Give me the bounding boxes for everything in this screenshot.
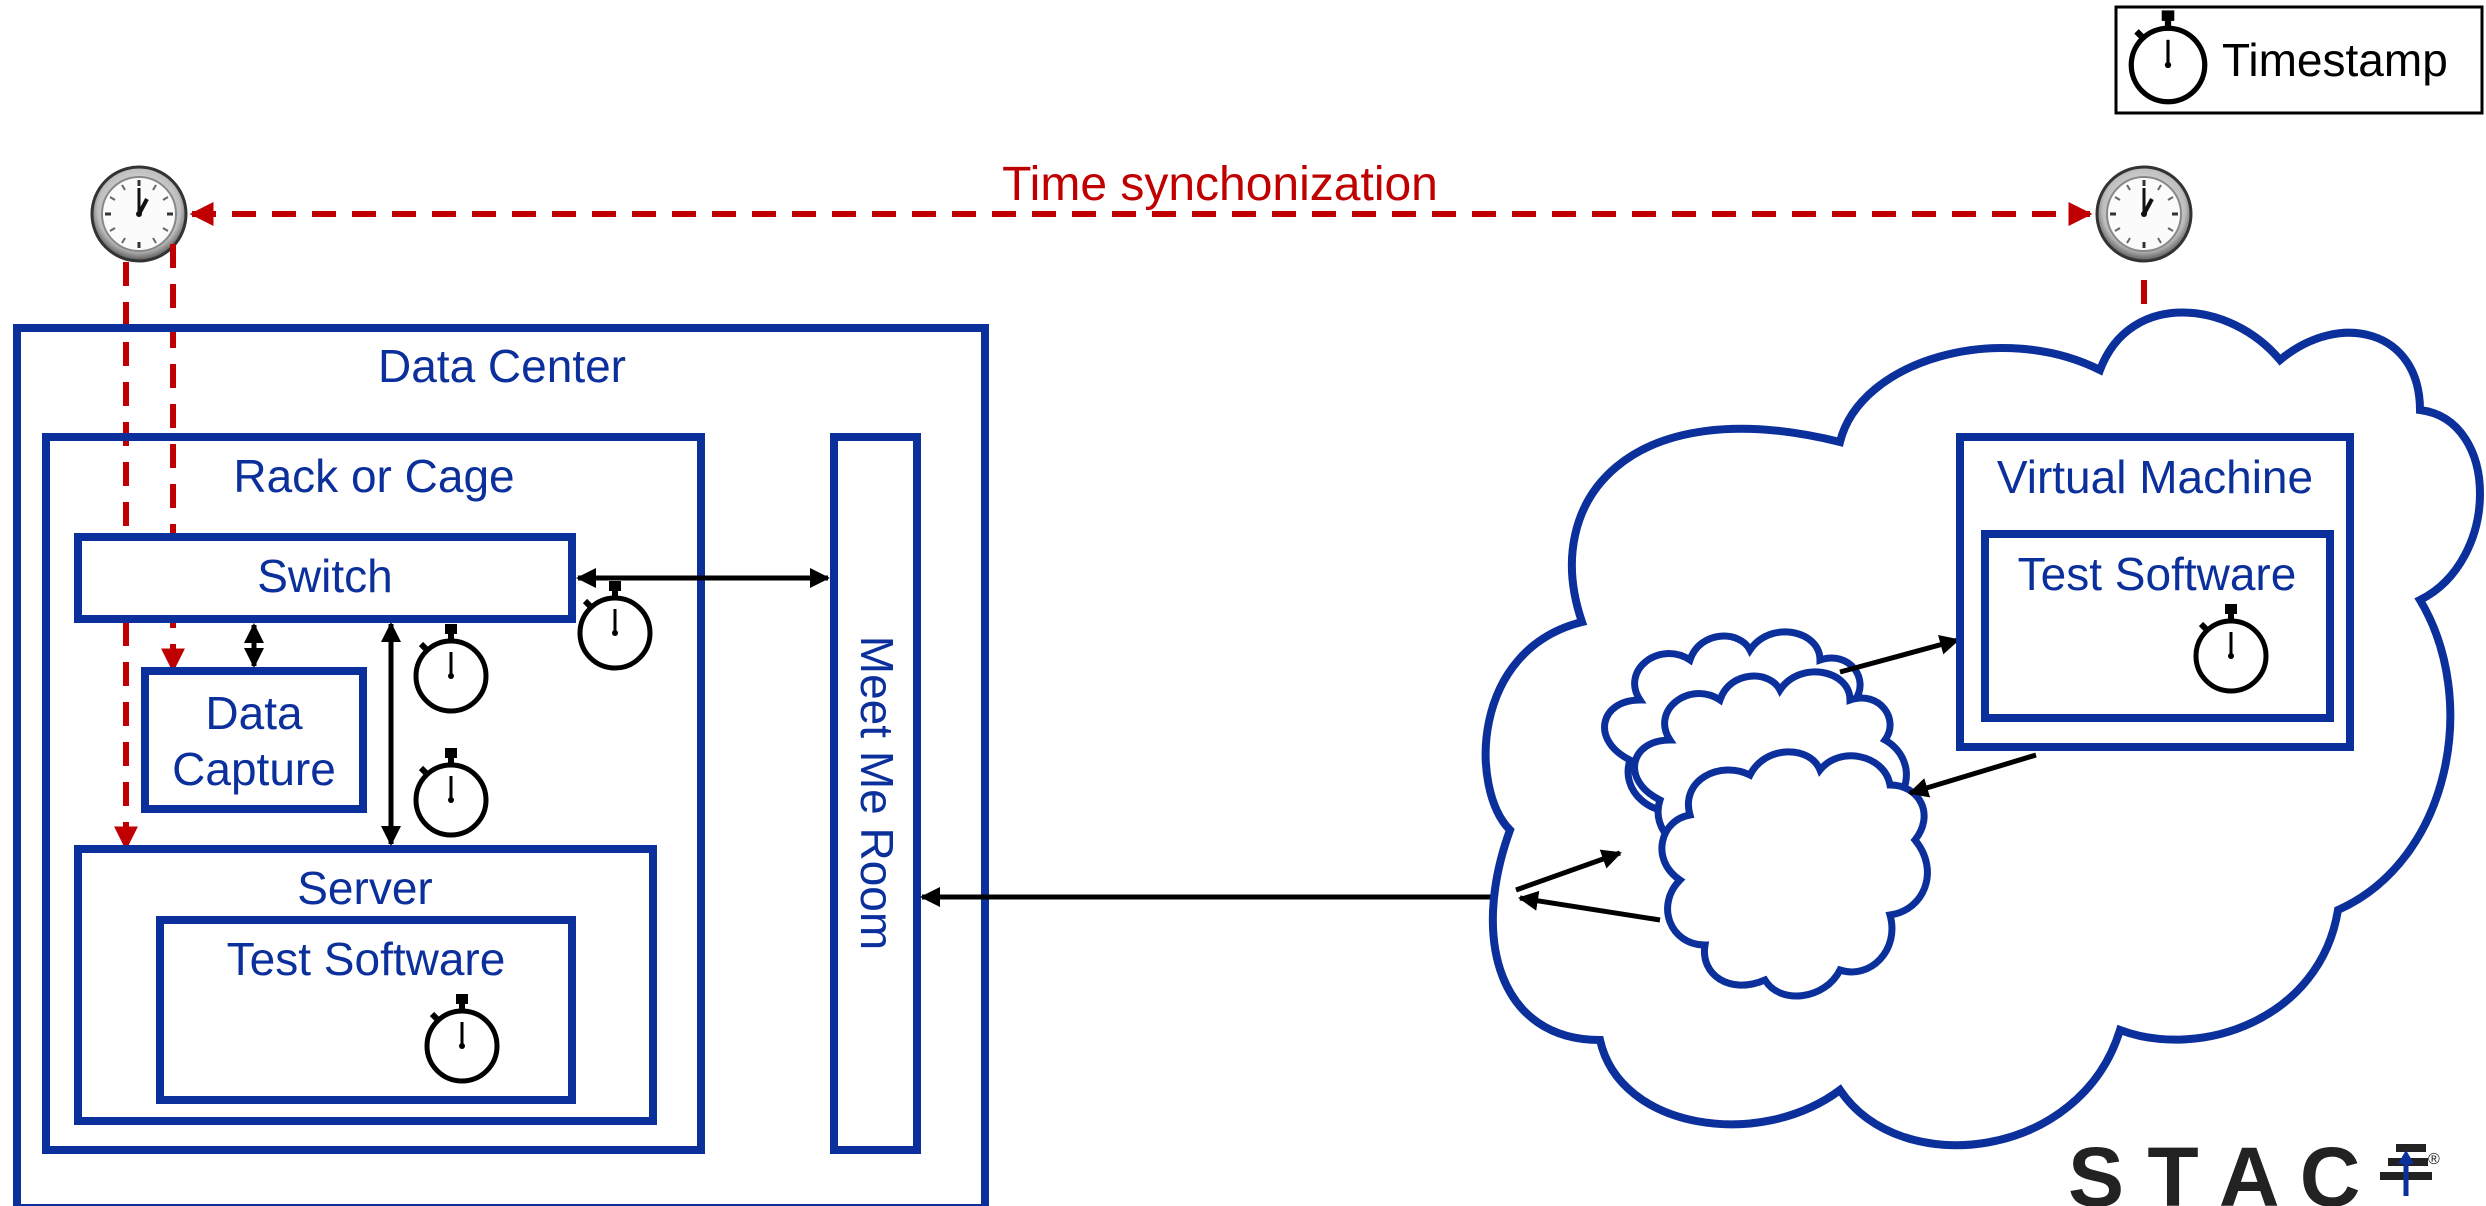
- server-software-box: [156, 916, 576, 1104]
- server-software-label: Test Software: [227, 933, 506, 985]
- stac-logo-mark: ®: [2428, 1151, 2440, 1168]
- vm-software-label: Test Software: [2018, 548, 2297, 600]
- meet-me-room-label: Meet Me Room: [851, 636, 903, 950]
- meet-me-room-box: [830, 433, 921, 1154]
- vm-title: Virtual Machine: [1997, 451, 2313, 503]
- cloud-inner-arrow: [1839, 635, 1960, 675]
- vm-software-box: [1981, 530, 2334, 722]
- data-capture-box: [141, 667, 367, 813]
- data-capture-line1: Data: [205, 687, 303, 739]
- stac-logo-text: S T A C: [2068, 1130, 2360, 1206]
- clock-icon: [2095, 165, 2193, 263]
- cloud-inner-arrow: [1515, 849, 1622, 893]
- data-center-box: [13, 324, 989, 1206]
- stac-logo-icon: [2380, 1144, 2432, 1196]
- stopwatch-icon: [416, 748, 486, 835]
- cloud: Virtual Machine Test Software: [1481, 308, 2484, 1150]
- stopwatch-icon: [580, 581, 650, 668]
- stopwatch-icon: [416, 624, 486, 711]
- data-center: Data Center Rack or Cage Switch Data Cap…: [13, 324, 1512, 1206]
- data-center-title: Data Center: [378, 340, 626, 392]
- switch-label: Switch: [257, 550, 392, 602]
- data-capture-line2: Capture: [172, 743, 336, 795]
- cloud-inner-arrow: [1518, 890, 1661, 923]
- switch-box: [74, 533, 576, 623]
- server-title: Server: [297, 862, 432, 914]
- legend-label: Timestamp: [2222, 34, 2448, 86]
- sync-label: Time synchonization: [1002, 158, 1438, 211]
- cloud-inner-arrow: [1908, 752, 2037, 798]
- time-sync: Time synchonization: [90, 158, 2193, 851]
- stac-logo: S T A C ®: [2068, 1130, 2440, 1206]
- rack-box: [42, 433, 705, 1154]
- cloud-icon: [1601, 628, 1931, 1000]
- rack-title: Rack or Cage: [233, 450, 514, 502]
- legend: Timestamp: [2114, 5, 2484, 115]
